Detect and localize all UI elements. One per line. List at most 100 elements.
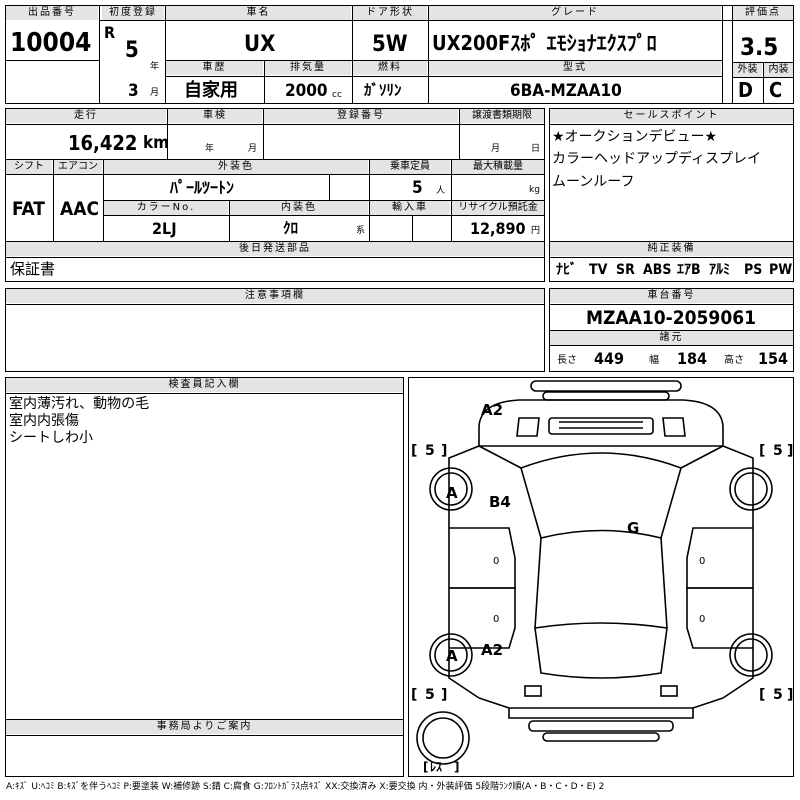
vehicle-info-table — [5, 108, 545, 282]
inspector-box — [5, 377, 404, 777]
transfer-label: 譲渡書類期限 — [460, 109, 544, 123]
car-diagram: [ 5 ] [ 5 ] [ 5 ] [ 5 ] A2 B4 G A A A2 0… — [411, 380, 793, 774]
bracket-close: ] — [441, 687, 447, 703]
transfer-day-unit: 日 — [531, 144, 541, 154]
import-label: 輸入車 — [370, 201, 450, 215]
bracket-close: ] — [454, 760, 459, 774]
recycle-unit: 円 — [531, 226, 541, 236]
model-label: 型式 — [429, 61, 721, 75]
bracket-open: [ — [759, 687, 765, 703]
interior-value: C — [769, 78, 783, 102]
first-reg-month: 3 — [128, 81, 139, 101]
later-parts-label: 後日発送部品 — [6, 242, 544, 256]
chassis-label: 車台番号 — [550, 289, 793, 303]
office-label: 事務局よりご案内 — [6, 720, 403, 734]
damage-mark: A — [446, 647, 458, 665]
lot-no: 10004 — [10, 28, 92, 58]
tire-rating-rear-right: 5 — [773, 687, 783, 703]
first-reg-label: 初度登録 — [102, 6, 164, 20]
recycle-value: 12,890 — [470, 219, 526, 238]
mileage-value: 16,422 — [68, 131, 138, 155]
exterior-value: D — [738, 78, 753, 102]
score-label: 評価点 — [733, 6, 793, 20]
interior-label: 内装 — [764, 63, 793, 77]
equipment-item: SR — [616, 262, 635, 278]
equipment-item: ﾅﾋﾞ — [556, 262, 577, 278]
inspector-note: 室内薄汚れ、動物の毛 — [9, 396, 150, 412]
reg-no-label: 登録番号 — [264, 109, 458, 123]
door-zero: 0 — [699, 556, 705, 567]
bracket-open: [ — [411, 443, 417, 459]
int-color-label: 内装色 — [230, 201, 368, 215]
capacity-value: 5 — [412, 178, 423, 198]
displacement-value: 2000 — [285, 81, 328, 101]
spec-length-label: 長さ — [557, 355, 577, 366]
int-color-unit: 系 — [356, 226, 366, 236]
history-label: 車歴 — [166, 61, 263, 75]
spec-height-label: 高さ — [724, 355, 744, 366]
spec-height: 154 — [758, 349, 789, 368]
displacement-label: 排気量 — [265, 61, 351, 75]
door-type: 5W — [372, 32, 408, 57]
score-value: 3.5 — [740, 33, 779, 61]
caution-label: 注意事項欄 — [6, 289, 544, 303]
damage-mark: B4 — [489, 493, 511, 511]
spec-width-label: 幅 — [649, 355, 659, 366]
sales-point-line: ムーンルーフ — [552, 174, 635, 190]
tire-rating-rear-left: 5 — [425, 687, 435, 703]
damage-mark: A2 — [481, 401, 503, 419]
sales-points-box — [549, 108, 794, 282]
grade-label: グレード — [429, 6, 721, 20]
tire-rating-front-left: 5 — [425, 443, 435, 459]
aircon-value: AAC — [60, 198, 100, 220]
tire-rating-front-right: 5 — [773, 443, 783, 459]
shift-label: シフト — [6, 160, 52, 174]
first-reg-year: 5 — [125, 38, 139, 63]
fuel-value: ｶﾞｿﾘﾝ — [364, 81, 402, 99]
inspector-note: シートしわ小 — [9, 430, 93, 446]
spec-length: 449 — [594, 349, 625, 368]
shift-value: FAT — [12, 198, 45, 220]
first-reg-era: R — [104, 23, 116, 42]
car-name: UX — [244, 32, 276, 57]
color-no-label: カラーNo. — [104, 201, 228, 215]
door-zero: 0 — [493, 556, 499, 567]
door-label: ドア形状 — [353, 6, 427, 20]
max-load-label: 最大積載量 — [452, 160, 544, 174]
inspector-note: 室内内張傷 — [9, 413, 79, 429]
fuel-label: 燃料 — [353, 61, 427, 75]
model-value: 6BA-MZAA10 — [510, 81, 622, 101]
legend: A:ｷｽﾞ U:ﾍｺﾐ B:ｷｽﾞを伴うﾍｺﾐ P:要塗装 W:補修跡 S:錆 … — [6, 782, 605, 792]
equipment-item: ABS — [643, 262, 672, 278]
spare-tire-label: ﾚｽ — [430, 760, 442, 774]
spec-width: 184 — [677, 349, 708, 368]
bracket-close: ] — [441, 443, 447, 459]
inspection-year-unit: 年 — [205, 144, 215, 154]
door-zero: 0 — [493, 614, 499, 625]
later-parts-value: 保証書 — [10, 260, 56, 278]
sales-point-line: ★オークションデビュー★ — [552, 129, 718, 145]
caution-box — [5, 288, 545, 372]
aircon-label: エアコン — [54, 160, 102, 174]
equipment-item: TV — [589, 262, 608, 278]
recycle-label: リサイクル預託金 — [452, 201, 544, 215]
bracket-close: ] — [787, 687, 793, 703]
sales-point-line: カラーヘッドアップディスプレイ — [552, 151, 762, 167]
displacement-unit: cc — [332, 90, 342, 100]
equipment-item: ｱﾙﾐ — [709, 262, 730, 278]
exterior-label: 外装 — [733, 63, 762, 77]
inspection-month-unit: 月 — [248, 144, 258, 154]
first-reg-month-unit: 月 — [150, 88, 160, 98]
color-value: ﾊﾟｰﾙﾂｰﾄﾝ — [170, 178, 235, 197]
grade-value: UX200Fｽﾎﾟ ｴﾓｼｮﾅｴｸｽﾌﾟﾛ — [432, 31, 657, 55]
equipment-item: ｴｱB — [677, 262, 701, 278]
header-table — [5, 5, 794, 104]
bracket-open: [ — [759, 443, 765, 459]
max-load-unit: kg — [529, 185, 540, 195]
capacity-unit: 人 — [436, 186, 446, 196]
inspector-label: 検査員記入欄 — [6, 378, 403, 392]
mileage-label: 走行 — [6, 109, 166, 123]
history-value: 自家用 — [184, 80, 238, 101]
chassis-number: MZAA10-2059061 — [586, 307, 757, 329]
damage-mark: A — [446, 484, 458, 502]
